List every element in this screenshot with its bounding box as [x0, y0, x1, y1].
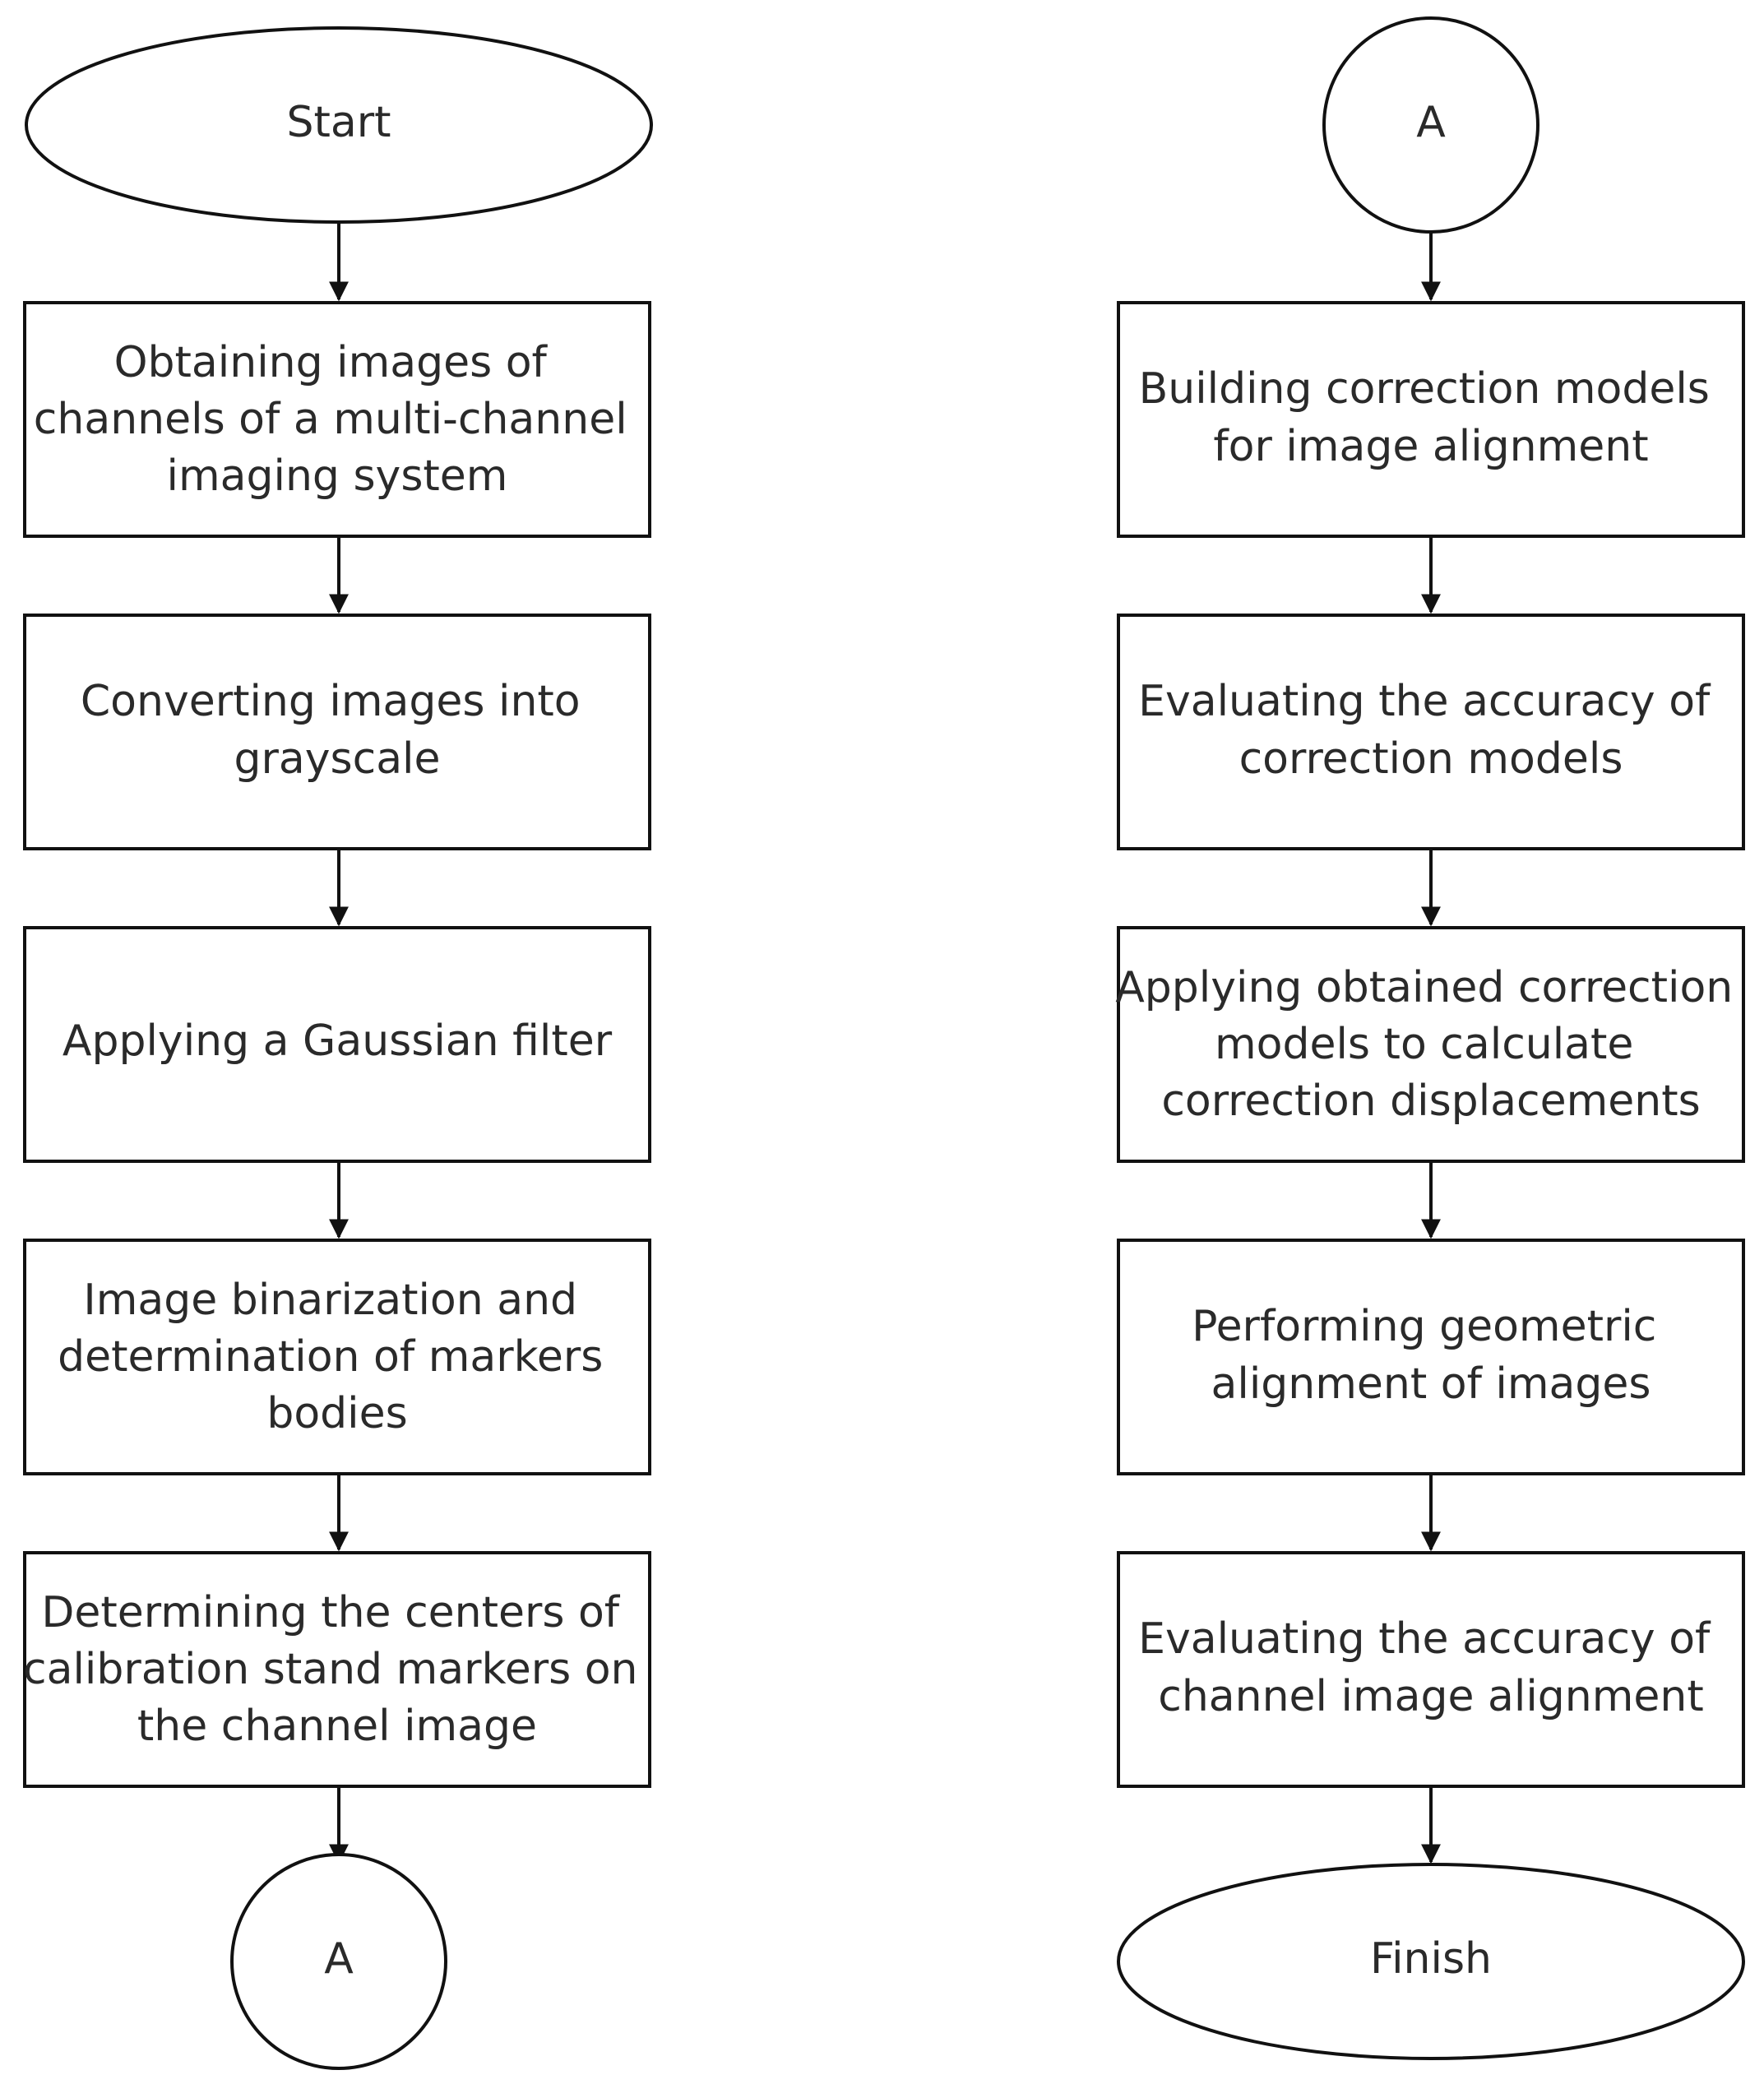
step-4-line-1: Image binarization and — [83, 1276, 577, 1325]
connector-a-out-label: A — [324, 1934, 354, 1984]
step-1-line-2: channels of a multi-channel — [34, 395, 627, 444]
step-4-line-3: bodies — [266, 1389, 407, 1438]
step-6-line-1: Building correction models — [1139, 364, 1710, 414]
step-evaluating-models: Evaluating the accuracy of correction mo… — [1117, 614, 1745, 850]
step-10-line-1: Evaluating the accuracy of — [1138, 1614, 1711, 1664]
svg-text:Applying a Gaussian filter: Applying a Gaussian filter — [63, 1017, 613, 1066]
step-9-line-2: alignment of images — [1211, 1359, 1651, 1409]
left-column: Start Obtaining images of channels of a … — [23, 26, 653, 2070]
svg-text:Building correction models: Building correction models for image ali… — [1139, 364, 1724, 471]
finish-terminator: Finish — [1117, 1863, 1745, 2060]
step-7-line-2: correction models — [1239, 734, 1623, 784]
step-1-line-3: imaging system — [167, 452, 508, 501]
step-applying-models: Applying obtained correction models to c… — [1115, 926, 1747, 1163]
step-5-line-3: the channel image — [137, 1702, 537, 1751]
svg-text:Determining the centers of: Determining the centers of calibration s… — [23, 1588, 651, 1751]
svg-text:Evaluating the accuracy of: Evaluating the accuracy of channel image… — [1138, 1614, 1724, 1721]
step-binarization: Image binarization and determination of … — [23, 1239, 651, 1475]
step-2-line-1: Converting images into — [81, 677, 581, 726]
step-6-line-2: for image alignment — [1213, 422, 1648, 471]
right-column: A Building correction models for image a… — [1115, 16, 1747, 2060]
step-gaussian-filter: Applying a Gaussian filter — [23, 926, 651, 1163]
step-8-line-2: models to calculate — [1215, 1020, 1633, 1069]
connector-a-out: A — [230, 1853, 447, 2070]
start-label: Start — [286, 98, 391, 147]
step-obtaining-images: Obtaining images of channels of a multi-… — [23, 301, 651, 538]
step-evaluating-alignment: Evaluating the accuracy of channel image… — [1117, 1551, 1745, 1788]
svg-text:Performing geometric a: Performing geometric alignment of images — [1192, 1302, 1670, 1409]
finish-label: Finish — [1370, 1934, 1492, 1984]
step-4-line-2: determination of markers — [58, 1332, 603, 1382]
step-geometric-alignment: Performing geometric alignment of images — [1117, 1239, 1745, 1475]
start-terminator: Start — [25, 26, 653, 224]
svg-text:Image binarization and: Image binarization and determination of … — [58, 1276, 617, 1438]
step-5-line-2: calibration stand markers on — [23, 1645, 638, 1694]
svg-text:Converting images into: Converting images into grayscale — [81, 677, 594, 784]
step-8-line-3: correction displacements — [1161, 1077, 1700, 1126]
step-2-line-2: grayscale — [234, 734, 440, 784]
step-3-line-1: Applying a Gaussian filter — [63, 1017, 613, 1066]
step-8-line-1: Applying obtained correction — [1115, 963, 1733, 1012]
svg-text:Evaluating the accuracy of: Evaluating the accuracy of correction mo… — [1138, 677, 1724, 784]
step-determining-centers: Determining the centers of calibration s… — [23, 1551, 651, 1788]
svg-text:Obtaining images of ch: Obtaining images of channels of a multi-… — [34, 338, 641, 501]
step-7-line-1: Evaluating the accuracy of — [1138, 677, 1711, 726]
step-5-line-1: Determining the centers of — [41, 1588, 620, 1637]
svg-text:Applying obtained correction: Applying obtained correction models to c… — [1115, 963, 1747, 1126]
step-9-line-1: Performing geometric — [1192, 1302, 1656, 1351]
step-converting-grayscale: Converting images into grayscale — [23, 614, 651, 850]
step-1-line-1: Obtaining images of — [114, 338, 549, 387]
connector-a-in-label: A — [1416, 98, 1446, 147]
step-10-line-2: channel image alignment — [1158, 1672, 1704, 1721]
step-building-models: Building correction models for image ali… — [1117, 301, 1745, 538]
connector-a-in: A — [1322, 16, 1539, 234]
